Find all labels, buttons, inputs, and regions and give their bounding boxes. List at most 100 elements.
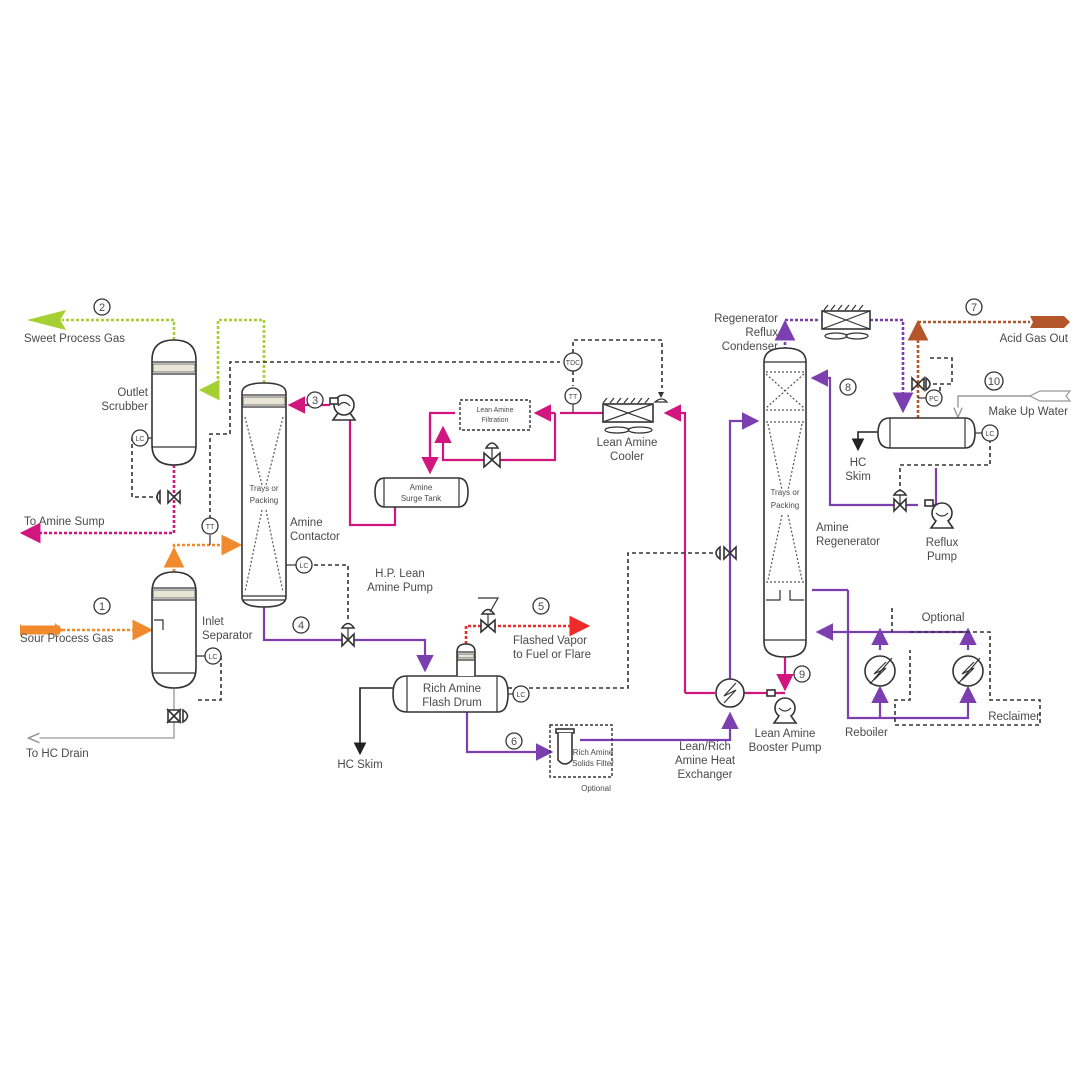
demister-pad xyxy=(152,363,196,373)
amine-contactor[interactable]: Trays or Packing Amine Contactor xyxy=(241,382,340,608)
reboiler[interactable]: Reboiler xyxy=(845,655,896,739)
svg-text:LC: LC xyxy=(300,563,309,570)
stream-number-4: 4 xyxy=(292,616,310,634)
cooler-label-2: Cooler xyxy=(610,451,644,463)
stream-hc-skim xyxy=(353,431,878,756)
rich-amine-flash-drum[interactable]: Rich Amine Flash Drum xyxy=(392,643,509,713)
flash-vapor-control-valve[interactable] xyxy=(478,597,500,634)
sour-process-gas-label: Sour Process Gas xyxy=(20,633,114,645)
amine-regenerator[interactable]: Trays or Packing Amine Regenerator xyxy=(763,347,880,658)
contactor-level-valve[interactable] xyxy=(340,622,356,648)
instrument-lc-accumulator[interactable]: LC xyxy=(975,424,999,442)
stream-acid-gas xyxy=(907,316,1070,418)
outlet-scrubber-label-2: Scrubber xyxy=(101,401,148,413)
inlet-separator-label-1: Inlet xyxy=(202,616,225,628)
filtration-bypass-valve[interactable] xyxy=(483,442,501,469)
make-up-water-label: Make Up Water xyxy=(989,406,1069,418)
heat-exchanger-label-2: Amine Heat xyxy=(675,755,736,767)
svg-text:LC: LC xyxy=(517,692,526,699)
make-up-water-inlet-arrow xyxy=(1028,390,1072,402)
heat-exchanger-label-1: Lean/Rich xyxy=(679,741,731,753)
surge-tank-label-2: Surge Tank xyxy=(401,494,442,503)
reflux-condenser-label-2: Reflux xyxy=(745,327,778,339)
stream-number-3: 3 xyxy=(306,391,324,409)
demister-pad xyxy=(152,589,196,599)
stream-lean-amine xyxy=(287,396,794,695)
stream-make-up-water xyxy=(958,390,1072,416)
inlet-separator[interactable]: Inlet Separator xyxy=(151,571,253,689)
amine-contactor-label-2: Contactor xyxy=(290,531,340,543)
stream-flashed-vapor xyxy=(464,615,591,644)
flashed-vapor-label-2: to Fuel or Flare xyxy=(513,649,591,661)
stream-to-hc-drain xyxy=(30,688,175,738)
demister-pad xyxy=(242,396,286,406)
louver-actuator-icon xyxy=(658,392,664,398)
amine-regenerator-label-1: Amine xyxy=(816,522,849,534)
sweet-process-gas-label: Sweet Process Gas xyxy=(24,333,125,345)
reclaimer-label: Reclaimer xyxy=(988,711,1040,723)
svg-text:10: 10 xyxy=(988,376,1000,388)
svg-text:LC: LC xyxy=(136,436,145,443)
hc-skim-top-label-2: Skim xyxy=(845,471,871,483)
lean-amine-booster-pump[interactable]: Lean Amine Booster Pump xyxy=(749,689,822,754)
solids-filter-label-1: Rich Amine xyxy=(573,748,614,757)
reflux-pump-label-1: Reflux xyxy=(926,537,959,549)
svg-text:5: 5 xyxy=(538,601,544,613)
instrument-lc-scrubber[interactable]: LC xyxy=(131,429,152,447)
flash-drum-level-valve[interactable] xyxy=(715,545,737,561)
rich-amine-solids-filter[interactable]: Rich Amine Solids Filter Optional xyxy=(549,724,614,793)
svg-text:7: 7 xyxy=(971,302,977,314)
reflux-pump[interactable]: Reflux Pump xyxy=(924,499,959,563)
hp-pump-label-2: Amine Pump xyxy=(367,582,433,594)
to-hc-drain-label: To HC Drain xyxy=(26,748,89,760)
instrument-lc-flash-drum[interactable]: LC xyxy=(508,685,530,703)
stream-number-2: 2 xyxy=(93,298,111,316)
filtration-label-1: Lean Amine xyxy=(477,407,514,414)
svg-text:8: 8 xyxy=(845,382,851,394)
flash-drum-label-1: Rich Amine xyxy=(423,683,481,695)
separator-level-valve[interactable] xyxy=(166,708,189,724)
hp-lean-amine-pump[interactable]: H.P. Lean Amine Pump xyxy=(329,394,433,594)
instrument-tt-inlet[interactable]: TT xyxy=(201,517,219,545)
sweet-gas-outlet-arrow xyxy=(27,309,67,331)
instrument-lc-separator[interactable]: LC xyxy=(196,647,222,665)
demister-pad xyxy=(457,653,475,659)
filtration-label-2: Filtration xyxy=(482,417,509,424)
lean-rich-heat-exchanger[interactable]: Lean/Rich Amine Heat Exchanger xyxy=(675,678,745,781)
instrument-lc-contactor[interactable]: LC xyxy=(286,556,313,574)
scrubber-level-valve[interactable] xyxy=(156,489,181,505)
amine-regenerator-label-2: Regenerator xyxy=(816,536,880,548)
amine-contactor-label-1: Amine xyxy=(290,517,323,529)
stream-sour-gas xyxy=(20,534,243,641)
amine-surge-tank[interactable]: Amine Surge Tank xyxy=(374,477,469,508)
surge-tank-label-1: Amine xyxy=(410,483,433,492)
lean-amine-cooler[interactable]: Lean Amine Cooler xyxy=(597,392,669,463)
reclaimer[interactable]: Reclaimer Optional xyxy=(922,612,1041,723)
svg-text:LC: LC xyxy=(986,431,995,438)
stream-number-8: 8 xyxy=(839,378,857,396)
reflux-condenser-label-1: Regenerator xyxy=(714,313,778,325)
reflux-pump-label-2: Pump xyxy=(927,551,957,563)
reflux-accumulator[interactable]: HC Skim xyxy=(845,417,976,483)
acid-gas-out-label: Acid Gas Out xyxy=(1000,333,1069,345)
inlet-separator-label-2: Separator xyxy=(202,630,253,642)
solids-filter-label-2: Solids Filter xyxy=(572,759,614,768)
svg-text:PC: PC xyxy=(929,396,939,403)
instrument-tt-cooler[interactable]: TT xyxy=(564,387,582,413)
svg-text:9: 9 xyxy=(799,669,805,681)
svg-text:TT: TT xyxy=(206,524,215,531)
hp-pump-label-1: H.P. Lean xyxy=(375,568,425,580)
regenerator-reflux-condenser[interactable]: Regenerator Reflux Condenser xyxy=(714,304,871,353)
pressure-control-valve[interactable] xyxy=(911,376,931,392)
instrument-pc[interactable]: PC xyxy=(918,389,943,407)
stream-to-amine-sump xyxy=(19,465,176,544)
reflux-control-valve[interactable] xyxy=(892,489,908,513)
lean-amine-filtration[interactable]: Lean Amine Filtration xyxy=(459,399,531,431)
stream-number-7: 7 xyxy=(965,298,983,316)
instrument-tdc[interactable]: TDC xyxy=(563,352,583,386)
reboiler-label: Reboiler xyxy=(845,727,888,739)
contactor-trays-label-2: Packing xyxy=(250,496,278,505)
stream-sweet-gas xyxy=(27,309,266,401)
outlet-scrubber[interactable]: Outlet Scrubber xyxy=(101,339,197,466)
